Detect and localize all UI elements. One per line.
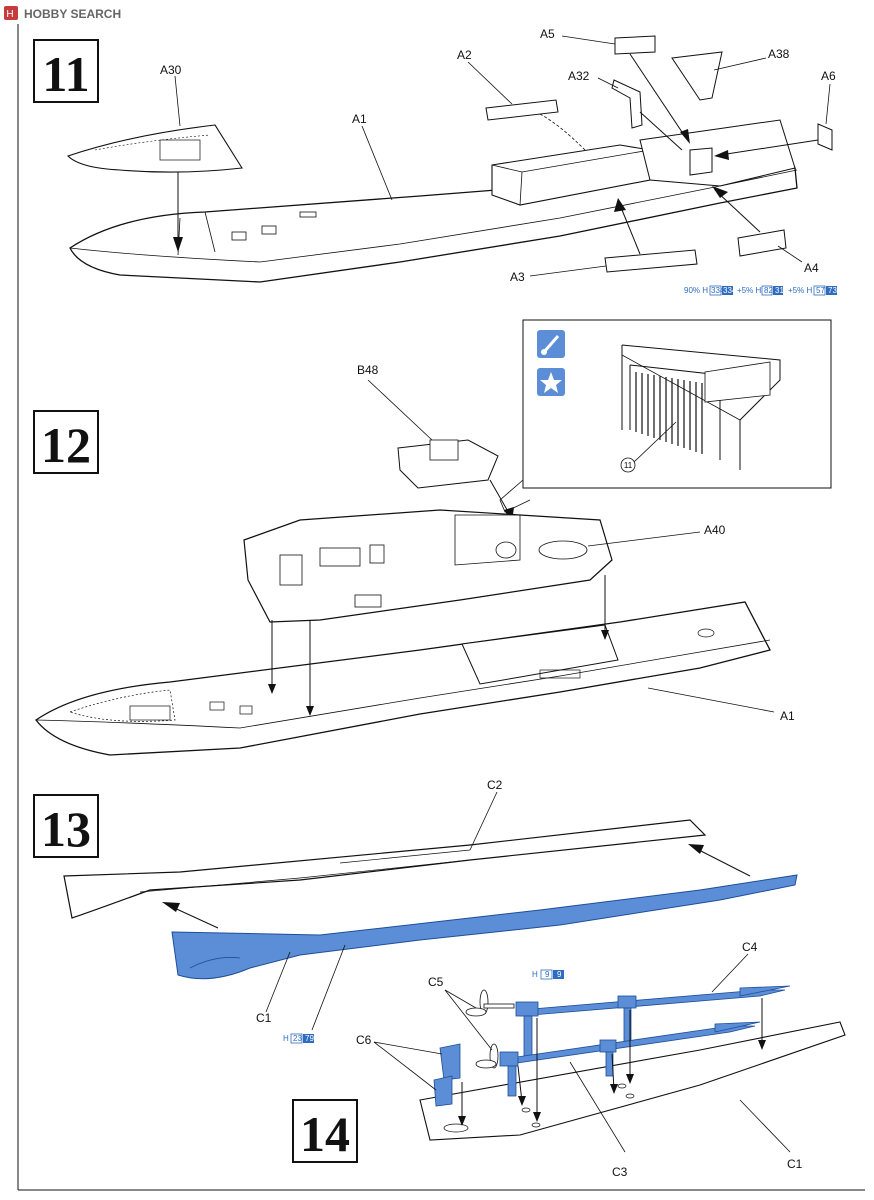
- step-11: 11: [33, 27, 837, 296]
- svg-text:9: 9: [557, 970, 562, 979]
- part-a30: [66, 124, 243, 173]
- svg-text:334: 334: [723, 286, 737, 295]
- label-b48: B48: [357, 363, 379, 377]
- label-a30: A30: [160, 63, 182, 77]
- callout-11: [620, 457, 636, 473]
- part-a2: [485, 99, 559, 121]
- part-a3: [604, 249, 698, 273]
- step-13: 13 C2 C1 H 23 79: [33, 778, 798, 1044]
- label-a1: A1: [352, 112, 367, 126]
- svg-text:79: 79: [305, 1034, 314, 1043]
- part-b48: [397, 439, 499, 489]
- step-number: 12: [41, 417, 91, 473]
- label-a6: A6: [821, 69, 836, 83]
- label-a40: A40: [704, 523, 726, 537]
- part-c1-hull: [171, 874, 798, 980]
- watermark-text: HOBBY SEARCH: [24, 7, 121, 21]
- part-a38: [671, 51, 723, 101]
- label-c6: C6: [356, 1033, 372, 1047]
- svg-text:57: 57: [816, 286, 825, 295]
- svg-text:H: H: [6, 9, 13, 20]
- label-a32: A32: [568, 69, 590, 83]
- label-a38: A38: [768, 47, 790, 61]
- label-c1-step14: C1: [787, 1157, 803, 1171]
- part-a4: [737, 229, 787, 257]
- svg-text:90% H: 90% H: [684, 286, 708, 295]
- label-a3: A3: [510, 270, 525, 284]
- part-a32: [611, 79, 643, 129]
- paint-code-step14: H 9 9: [532, 969, 564, 980]
- svg-text:23: 23: [293, 1034, 302, 1043]
- svg-text:H: H: [532, 970, 538, 979]
- paint-code-step13: H 23 79: [283, 1033, 314, 1044]
- deck-housing-step12: [461, 624, 619, 685]
- paint-code-step11: 90% H 334 334 +5% H 82 31 +5% H 57 73: [684, 285, 837, 296]
- svg-text:82: 82: [764, 286, 773, 295]
- superstructure: [243, 509, 613, 623]
- svg-text:334: 334: [711, 286, 725, 295]
- label-c3: C3: [612, 1165, 628, 1179]
- part-c6-rudders: [433, 1043, 461, 1107]
- label-a2: A2: [457, 48, 472, 62]
- svg-text:11: 11: [624, 461, 633, 470]
- part-c3-shaft: [499, 1021, 761, 1097]
- step-number: 11: [42, 46, 89, 102]
- svg-text:+5% H: +5% H: [737, 286, 761, 295]
- step-number-box: [33, 794, 99, 858]
- step-12: 12 11 B48: [33, 319, 832, 756]
- part-c4-shaft: [515, 985, 791, 1057]
- svg-text:73: 73: [828, 286, 837, 295]
- svg-text:31: 31: [775, 286, 784, 295]
- part-a5: [614, 35, 656, 55]
- detail-inset: [522, 319, 832, 489]
- label-a4: A4: [804, 261, 819, 275]
- step-number-box: [292, 1099, 358, 1163]
- label-a1-step12: A1: [780, 709, 795, 723]
- step-14: 14: [292, 940, 846, 1179]
- part-c5-propellers: [465, 989, 515, 1069]
- part-c1-underside: [419, 1021, 846, 1141]
- step-number: 14: [300, 1106, 350, 1162]
- label-c4: C4: [742, 940, 758, 954]
- svg-text:H: H: [283, 1034, 289, 1043]
- label-a5: A5: [540, 27, 555, 41]
- step-number-box: [33, 410, 99, 474]
- hull-a1-step12: [35, 601, 771, 756]
- svg-text:+5% H: +5% H: [788, 286, 812, 295]
- label-c1: C1: [256, 1011, 272, 1025]
- label-c5: C5: [428, 975, 444, 989]
- part-a6: [817, 123, 833, 151]
- label-c2: C2: [487, 778, 503, 792]
- watermark: H HOBBY SEARCH: [4, 6, 121, 21]
- step-number: 13: [41, 801, 91, 857]
- step-number-box: [33, 39, 99, 103]
- svg-text:9: 9: [545, 970, 550, 979]
